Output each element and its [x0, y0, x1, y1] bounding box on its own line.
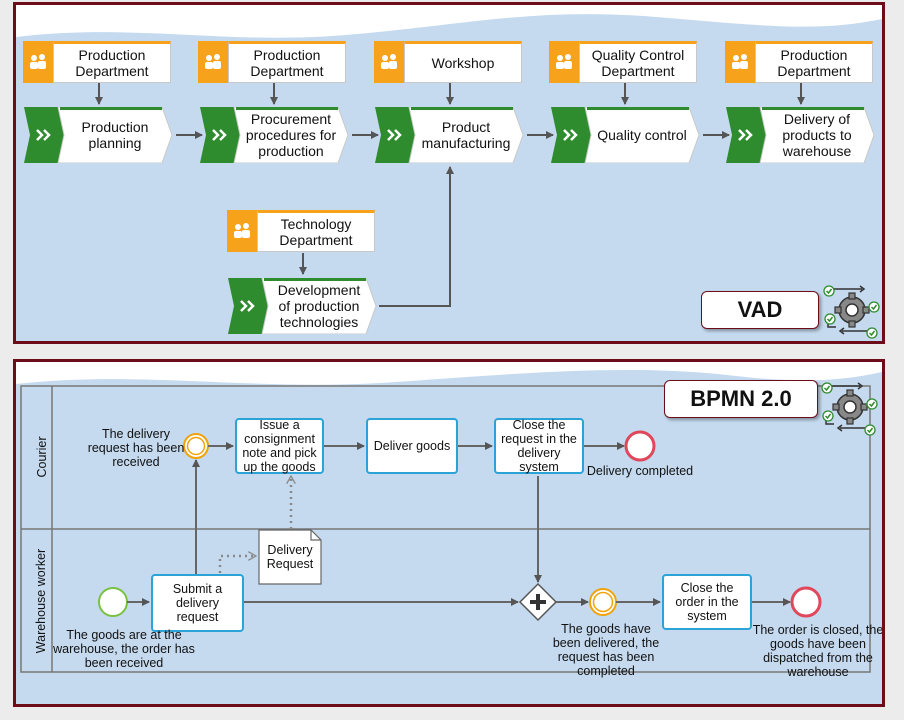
task-deliver-goods: Deliver goods [366, 418, 458, 474]
function-label: Procurement procedures for production [245, 111, 337, 159]
org-unit-icon [227, 210, 257, 252]
function-production-planning: Production planning [24, 107, 174, 163]
function-chevron-shape [24, 107, 173, 163]
label-delivery-completed: Delivery completed [586, 464, 694, 478]
org-unit-label: Technology Department [257, 210, 375, 252]
label-request-received: The delivery request has been received [87, 427, 185, 469]
function-development-technologies: Development of production technologies [228, 278, 378, 334]
task-issue-consignment-note: Issue a consignment note and pick up the… [235, 418, 324, 474]
org-unit-icon [549, 41, 579, 83]
start-event-goods-at-warehouse [98, 587, 128, 617]
data-object-label: Delivery Request [266, 543, 314, 571]
parallel-gateway [518, 582, 558, 622]
org-unit-quality-control-department: Quality Control Department [549, 41, 697, 83]
org-unit-label: Production Department [755, 41, 873, 83]
org-unit-production-department-1: Production Department [23, 41, 171, 83]
function-label: Quality control [597, 127, 687, 143]
function-procurement-procedures: Procurement procedures for production [200, 107, 350, 163]
function-chevron-shape [726, 107, 875, 163]
function-quality-control: Quality control [551, 107, 701, 163]
org-unit-production-department-3: Production Department [725, 41, 873, 83]
association-submit-document [218, 556, 256, 573]
function-label: Product manufacturing [421, 119, 511, 151]
vad-connectors [95, 83, 805, 307]
label-goods-delivered: The goods have been delivered, the reque… [552, 622, 660, 678]
org-unit-label: Workshop [404, 41, 522, 83]
function-chevron-shape [200, 107, 349, 163]
org-unit-icon [374, 41, 404, 83]
task-close-order: Close the order in the system [662, 574, 752, 630]
task-submit-delivery-request: Submit a delivery request [151, 574, 244, 632]
function-delivery-to-warehouse: Delivery of products to warehouse [726, 107, 876, 163]
function-product-manufacturing: Product manufacturing [375, 107, 525, 163]
bpmn-badge: BPMN 2.0 [664, 380, 818, 418]
process-gear-icon [821, 382, 878, 436]
label-goods-at-warehouse: The goods are at the warehouse, the orde… [53, 628, 195, 670]
data-object-delivery-request: Delivery Request [258, 529, 322, 585]
end-event-delivery-completed [624, 430, 656, 462]
process-gear-icon [823, 285, 880, 339]
function-label: Production planning [81, 119, 149, 151]
function-chevron-shape [551, 107, 700, 163]
task-close-request: Close the request in the delivery system [494, 418, 584, 474]
bpmn-diagram-panel: Courier Warehouse worker Issue a consign… [13, 359, 885, 707]
function-chevron-shape [228, 278, 377, 334]
org-unit-technology-department: Technology Department [227, 210, 375, 252]
vad-diagram-panel: Production Department Production Departm… [13, 2, 885, 344]
arrow-func6-func3 [379, 166, 454, 307]
lane-title-courier: Courier [35, 436, 49, 478]
bpmn-connectors [20, 385, 871, 673]
function-label: Delivery of products to warehouse [782, 111, 852, 159]
function-chevron-shape [375, 107, 524, 163]
org-unit-workshop: Workshop [374, 41, 522, 83]
org-unit-icon [198, 41, 228, 83]
org-unit-label: Quality Control Department [579, 41, 697, 83]
org-unit-label: Production Department [53, 41, 171, 83]
label-order-closed: The order is closed, the goods have been… [752, 623, 884, 679]
org-unit-production-department-2: Production Department [198, 41, 346, 83]
org-unit-icon [23, 41, 53, 83]
org-unit-label: Production Department [228, 41, 346, 83]
vad-badge: VAD [701, 291, 819, 329]
org-unit-icon [725, 41, 755, 83]
pool-frame [20, 385, 871, 673]
end-event-order-closed [790, 586, 822, 618]
function-label: Development of production technologies [277, 282, 361, 330]
document-icon [258, 529, 322, 585]
